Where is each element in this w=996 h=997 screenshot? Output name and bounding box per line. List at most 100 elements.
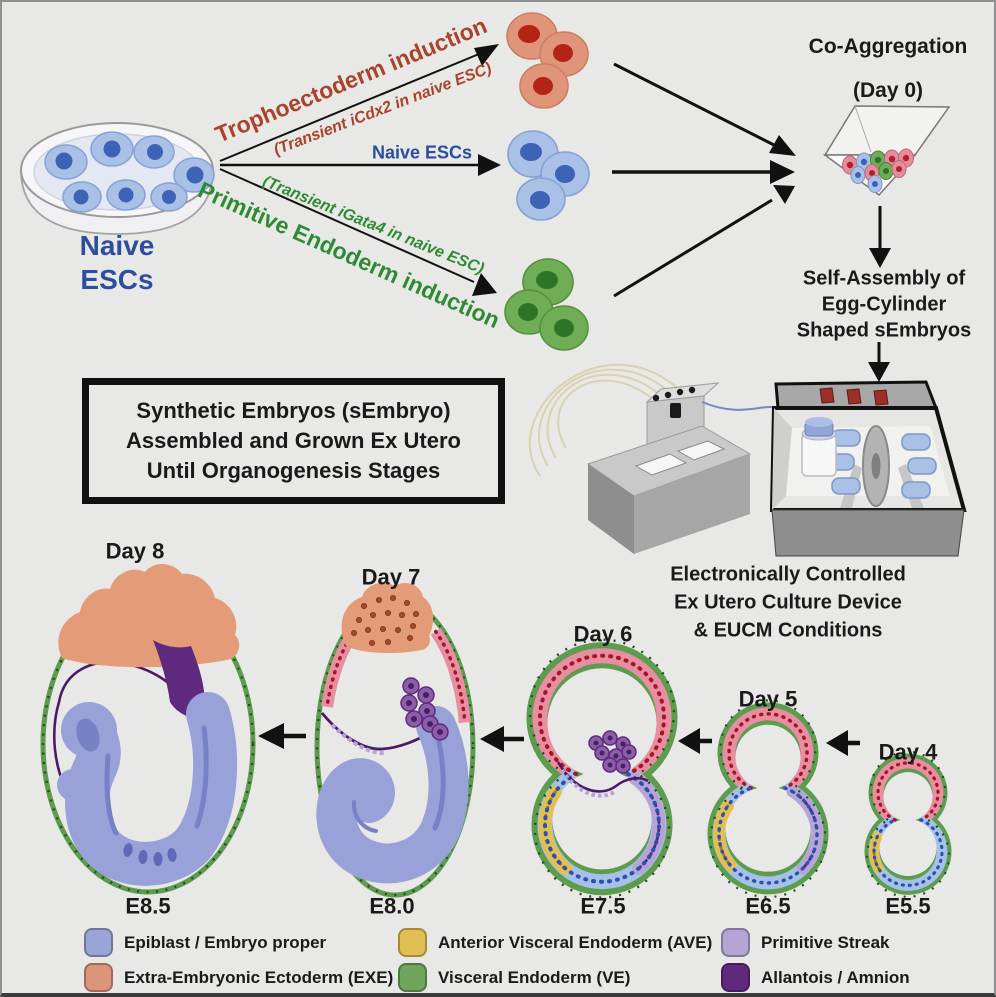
trophoectoderm-cell-cluster	[506, 12, 589, 109]
somites	[123, 843, 177, 866]
self-assembly-line3: Shaped sEmbryos	[796, 319, 972, 342]
ve-dotted-outline	[315, 597, 475, 897]
aggregation-well	[822, 105, 951, 197]
incubator-indicator-buttons	[819, 387, 889, 406]
naive-esc-cells-in-dish	[44, 131, 215, 213]
allantois-bud	[588, 730, 637, 774]
cavity	[725, 724, 811, 872]
stage-e75-label: E7.5	[580, 893, 626, 919]
incubator-left-wall	[772, 408, 792, 510]
primitive-endoderm-cell-cluster	[504, 258, 589, 351]
device-caption-line3: & EUCM Conditions	[693, 619, 883, 642]
streak-trace	[560, 768, 616, 798]
arrow-assembly-to-device	[868, 342, 890, 382]
controller-front-face	[634, 454, 750, 554]
timeline-arrows	[258, 723, 860, 756]
arrow-well-to-assembly	[869, 206, 891, 268]
embryo-day6	[526, 638, 678, 899]
co-aggregation-arrows	[612, 62, 796, 298]
naive-esc-arrow-label: Naive ESCs	[371, 142, 473, 163]
well-inner-edge	[854, 105, 872, 153]
arrowhead-te-to-funnel	[769, 135, 796, 156]
roller-hub	[871, 453, 881, 479]
exe-cap	[58, 563, 240, 668]
self-assembly-line1: Self-Assembly of	[802, 267, 966, 290]
legend-swatch-exe	[84, 963, 113, 992]
naive-esc-cell-cluster	[507, 130, 590, 221]
legend-label-epiblast: Epiblast / Embryo proper	[124, 933, 327, 952]
device-caption-line1: Electronically Controlled	[670, 563, 906, 586]
synthetic-embryo-callout-box: Synthetic Embryos (sEmbryo) Assembled an…	[82, 378, 505, 504]
allantois-chain	[400, 677, 449, 741]
legend-swatch-ve	[398, 963, 427, 992]
exe-ring	[872, 757, 944, 825]
amnion-line	[556, 761, 649, 793]
legend-label-streak: Primitive Streak	[761, 933, 890, 952]
embryo-day4	[864, 750, 952, 898]
day4-label: Day 4	[878, 739, 938, 765]
controller-pad-2	[676, 440, 726, 461]
stage-e85-label: E8.5	[125, 893, 171, 919]
arrowhead-primitive-endoderm	[472, 273, 497, 296]
co-aggregation-day: (Day 0)	[852, 78, 924, 102]
induction-arrows	[219, 44, 501, 296]
legend-label-allantois: Allantois / Amnion	[761, 968, 910, 987]
dish-label-line1: Naive	[79, 229, 155, 261]
device-caption-line2: Ex Utero Culture Device	[674, 591, 902, 614]
arrowhead-pe-to-funnel	[773, 185, 795, 204]
arrow-te-to-funnel	[613, 62, 775, 147]
incubator-front-face	[771, 509, 965, 557]
media-bottle-cap-top	[805, 417, 833, 427]
dish-label-line2: ESCs	[80, 263, 154, 295]
legend-label-exe: Extra-Embryonic Ectoderm (EXE)	[124, 968, 394, 987]
neural-tube-left	[104, 753, 119, 836]
callout-line2: Assembled and Grown Ex Utero	[126, 428, 461, 454]
well-rim	[823, 105, 951, 156]
embryo-proper-body	[65, 692, 238, 886]
legend-swatch-epiblast	[84, 928, 113, 957]
self-assembly-line2: Egg-Cylinder	[821, 293, 947, 316]
exe-cap-nuclei	[350, 595, 419, 647]
embryo-heart-bulge	[57, 769, 89, 801]
embryo-day8	[40, 563, 256, 895]
legend-swatch-streak	[721, 928, 750, 957]
day6-label: Day 6	[573, 621, 633, 647]
legend-swatch-ave	[398, 928, 427, 957]
roller-bottles	[825, 429, 937, 499]
head-curl-line	[351, 800, 378, 833]
petri-dish-illustration	[20, 122, 215, 235]
cavity	[547, 668, 657, 870]
neural-tube-right	[194, 725, 209, 829]
controller-cables	[528, 363, 685, 477]
arrow-trophoectoderm	[219, 53, 480, 162]
embryo-day7	[314, 582, 476, 898]
neural-tube	[432, 739, 446, 831]
day7-label: Day 7	[361, 564, 421, 590]
arrow-primitive-endoderm	[219, 168, 475, 283]
controller-pad-1	[634, 453, 688, 476]
stage-e80-label: E8.0	[369, 893, 415, 919]
primitive-streak-trace	[330, 723, 387, 756]
brain-vesicle	[76, 718, 100, 752]
day5-label: Day 5	[738, 686, 798, 712]
controller-left-face	[588, 464, 634, 554]
legend-swatch-allantois	[721, 963, 750, 992]
aggregated-cells	[842, 148, 914, 193]
arrowhead-trophoectoderm	[474, 44, 499, 66]
co-aggregation-title: Co-Aggregation	[808, 34, 968, 58]
embryo-proper-body	[316, 706, 469, 884]
callout-line3: Until Organogenesis Stages	[146, 457, 441, 483]
arrowhead-esc-to-funnel	[770, 160, 795, 184]
legend-label-ave: Anterior Visceral Endoderm (AVE)	[438, 933, 713, 952]
stage-e55-label: E5.5	[885, 893, 931, 919]
legend-label-ve: Visceral Endoderm (VE)	[438, 968, 631, 987]
arrow-pe-to-funnel	[613, 198, 773, 298]
callout-line1: Synthetic Embryos (sEmbryo)	[136, 398, 451, 424]
controller-ports	[652, 386, 696, 418]
arrowhead-naive-esc	[478, 154, 501, 176]
culture-device-illustration	[528, 363, 967, 557]
embryo-day5	[707, 699, 829, 899]
cavity	[879, 772, 937, 876]
